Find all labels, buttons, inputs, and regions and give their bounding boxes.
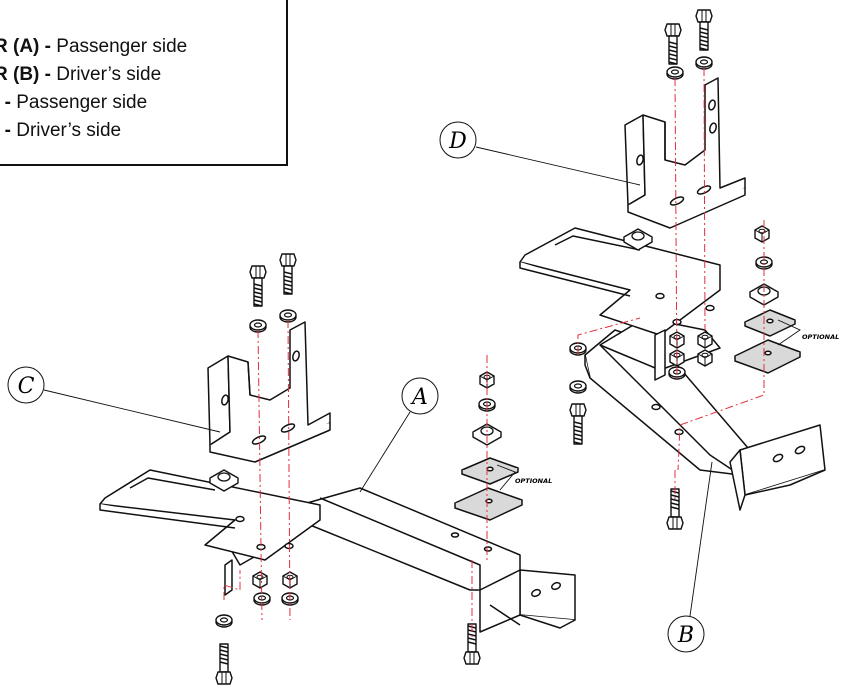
legend-desc-a: Passenger side: [56, 36, 188, 57]
base-plate-right: [519, 227, 721, 381]
legend-code-c: ) -: [0, 92, 11, 113]
callout-c-label: C: [18, 374, 35, 399]
right-centerlines: [577, 67, 765, 500]
base-plate-left: [99, 469, 321, 561]
callout-a: A: [359, 377, 439, 493]
callout-c: C: [7, 366, 221, 433]
optional-label-right: OPTIONAL: [802, 333, 839, 341]
legend-item-d: ) - Driver’s side: [0, 120, 121, 142]
legend-code-a: R (A) -: [0, 36, 51, 57]
legend-item-b: R (B) - Driver’s side: [0, 64, 161, 86]
bracket-c: [207, 321, 331, 463]
legend-item-c: ) - Passenger side: [0, 92, 147, 114]
callout-b: B: [667, 461, 713, 653]
callout-d: D: [439, 121, 641, 186]
optional-callout-right: OPTIONAL: [777, 319, 839, 346]
legend-item-a: R (A) - Passenger side: [0, 36, 187, 58]
right-assembly: [519, 9, 826, 530]
callout-d-label: D: [448, 129, 467, 154]
optional-spacers-right: [734, 309, 801, 374]
legend-code-d: ) -: [0, 120, 11, 141]
callout-b-label: B: [677, 623, 694, 648]
legend-desc-c: Passenger side: [16, 92, 148, 113]
legend-desc-b: Driver’s side: [56, 64, 162, 85]
frame-bracket-b: [584, 317, 826, 511]
callout-a-label: A: [410, 385, 428, 410]
left-centerlines: [223, 319, 488, 640]
optional-spacers-left: [454, 457, 523, 521]
left-assembly: [99, 253, 576, 685]
optional-label-left: OPTIONAL: [515, 477, 552, 485]
legend-desc-d: Driver’s side: [16, 120, 122, 141]
bracket-d: [624, 77, 746, 229]
legend-code-b: R (B) -: [0, 64, 51, 85]
optional-callout-left: OPTIONAL: [496, 464, 552, 491]
legend-box: R (A) - Passenger side R (B) - Driver’s …: [0, 0, 288, 166]
